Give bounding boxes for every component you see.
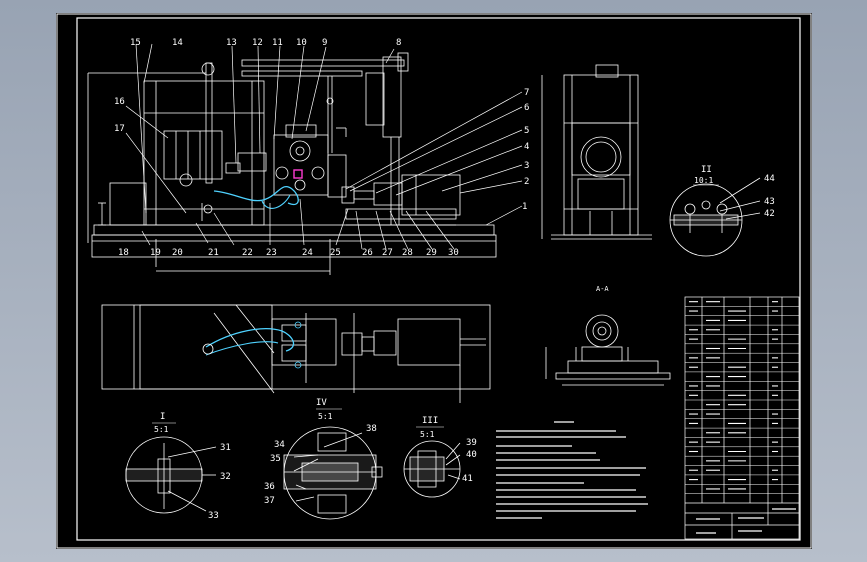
callout-27: 27 xyxy=(382,248,393,258)
callout-44: 44 xyxy=(764,174,775,184)
callout-40: 40 xyxy=(466,450,477,460)
detail-III xyxy=(403,440,461,498)
callout-5: 5 xyxy=(524,126,529,136)
detail-IV-numeral: IV xyxy=(316,398,327,408)
detail-IV-scale: 5:1 xyxy=(318,412,333,421)
assembly-drawing: 15 14 13 12 11 10 9 8 16 17 7 6 5 4 3 2 … xyxy=(56,13,812,549)
section-AA-label: A-A xyxy=(596,285,609,293)
callout-31: 31 xyxy=(220,443,231,453)
callout-7: 7 xyxy=(524,88,529,98)
detail-II-scale: 10:1 xyxy=(694,176,713,185)
callout-1: 1 xyxy=(522,202,527,212)
detail-III-numeral: III xyxy=(422,416,438,426)
parts-list-entries xyxy=(689,301,778,490)
callout-8: 8 xyxy=(396,38,401,48)
gearbox xyxy=(273,134,329,196)
callout-24: 24 xyxy=(302,248,313,258)
section-AA xyxy=(545,314,671,386)
callout-2: 2 xyxy=(524,177,529,187)
callout-labels: 15 14 13 12 11 10 9 8 16 17 7 6 5 4 3 2 … xyxy=(114,38,529,258)
detail-I-scale: 5:1 xyxy=(154,425,169,434)
callout-13: 13 xyxy=(226,38,237,48)
callout-34: 34 xyxy=(274,440,285,450)
callout-35: 35 xyxy=(270,454,281,464)
parts-list-rows xyxy=(685,306,799,494)
front-view xyxy=(87,52,497,275)
callout-22: 22 xyxy=(242,248,253,258)
detail-II xyxy=(669,177,761,257)
callout-33: 33 xyxy=(208,511,219,521)
callout-15: 15 xyxy=(130,38,141,48)
callout-25: 25 xyxy=(330,248,341,258)
motor xyxy=(163,130,223,180)
callout-11: 11 xyxy=(272,38,283,48)
callout-36: 36 xyxy=(264,482,275,492)
callout-28: 28 xyxy=(402,248,413,258)
callout-29: 29 xyxy=(426,248,437,258)
callout-12: 12 xyxy=(252,38,263,48)
technical-notes xyxy=(496,421,648,519)
callout-26: 26 xyxy=(362,248,373,258)
callout-43: 43 xyxy=(764,197,775,207)
callout-6: 6 xyxy=(524,103,529,113)
callout-3: 3 xyxy=(524,161,529,171)
coolant-hose xyxy=(213,185,299,206)
side-view xyxy=(541,64,652,240)
title-block xyxy=(685,502,799,539)
callout-21: 21 xyxy=(208,248,219,258)
callout-37: 37 xyxy=(264,496,275,506)
callout-39: 39 xyxy=(466,438,477,448)
callout-4: 4 xyxy=(524,142,529,152)
callout-17: 17 xyxy=(114,124,125,134)
detail-I-numeral: I xyxy=(160,412,165,422)
leader-lines xyxy=(125,43,523,250)
callout-14: 14 xyxy=(172,38,183,48)
callout-30: 30 xyxy=(448,248,459,258)
drawing-sheet: 15 14 13 12 11 10 9 8 16 17 7 6 5 4 3 2 … xyxy=(56,13,812,549)
callout-41: 41 xyxy=(462,474,473,484)
callout-10: 10 xyxy=(296,38,307,48)
top-view xyxy=(101,304,491,403)
inner-frame xyxy=(76,17,801,541)
detail-IV xyxy=(283,426,383,520)
detail-III-scale: 5:1 xyxy=(420,430,435,439)
callout-9: 9 xyxy=(322,38,327,48)
callout-19: 19 xyxy=(150,248,161,258)
detail-II-numeral: II xyxy=(701,165,712,175)
callout-18: 18 xyxy=(118,248,129,258)
callout-42: 42 xyxy=(764,209,775,219)
callout-16: 16 xyxy=(114,97,125,107)
detail-I xyxy=(125,436,217,514)
callout-23: 23 xyxy=(266,248,277,258)
callout-38: 38 xyxy=(366,424,377,434)
outer-frame xyxy=(56,13,812,549)
callout-32: 32 xyxy=(220,472,231,482)
pink-component xyxy=(293,169,303,179)
base-plate xyxy=(93,224,495,236)
callout-20: 20 xyxy=(172,248,183,258)
